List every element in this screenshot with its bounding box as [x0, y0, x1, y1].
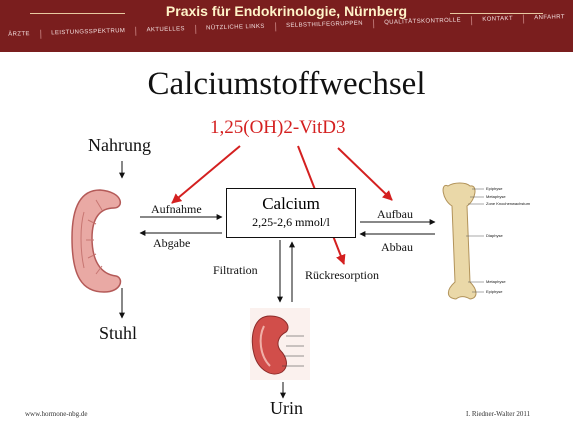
abbau-label: Abbau	[381, 240, 413, 255]
hormone-label: 1,25(OH)2-VitD3	[210, 117, 346, 139]
calcium-label: Calcium	[227, 194, 355, 214]
bone-label-epiphyse-bottom: Epiphyse	[486, 289, 502, 294]
footer-website: www.hormone-nbg.de	[25, 410, 88, 418]
calcium-box: Calcium 2,25-2,6 mmol/l	[226, 188, 356, 238]
abgabe-label: Abgabe	[153, 236, 190, 251]
intestine-illustration	[72, 190, 120, 292]
kidney-illustration	[250, 308, 310, 380]
bone-label-epiphyse-top: Epiphyse	[486, 186, 502, 191]
bone-label-zone: Zone Knochenwachstum	[486, 201, 530, 206]
nahrung-label: Nahrung	[88, 135, 151, 156]
aufnahme-label: Aufnahme	[151, 202, 202, 217]
footer-author: I. Riedner-Walter 2011	[466, 410, 530, 418]
bone-illustration	[443, 183, 484, 299]
bone-label-diaphyse: Diaphyse	[486, 233, 503, 238]
bone-label-metaphyse-bottom: Metaphyse	[486, 279, 506, 284]
filtration-label: Filtration	[213, 263, 258, 278]
urin-label: Urin	[270, 398, 303, 419]
bone-label-metaphyse-top: Metaphyse	[486, 194, 506, 199]
calcium-range: 2,25-2,6 mmol/l	[227, 215, 355, 230]
stuhl-label: Stuhl	[99, 323, 137, 344]
aufbau-label: Aufbau	[377, 207, 413, 222]
rueckresorption-label: Rückresorption	[305, 268, 379, 283]
